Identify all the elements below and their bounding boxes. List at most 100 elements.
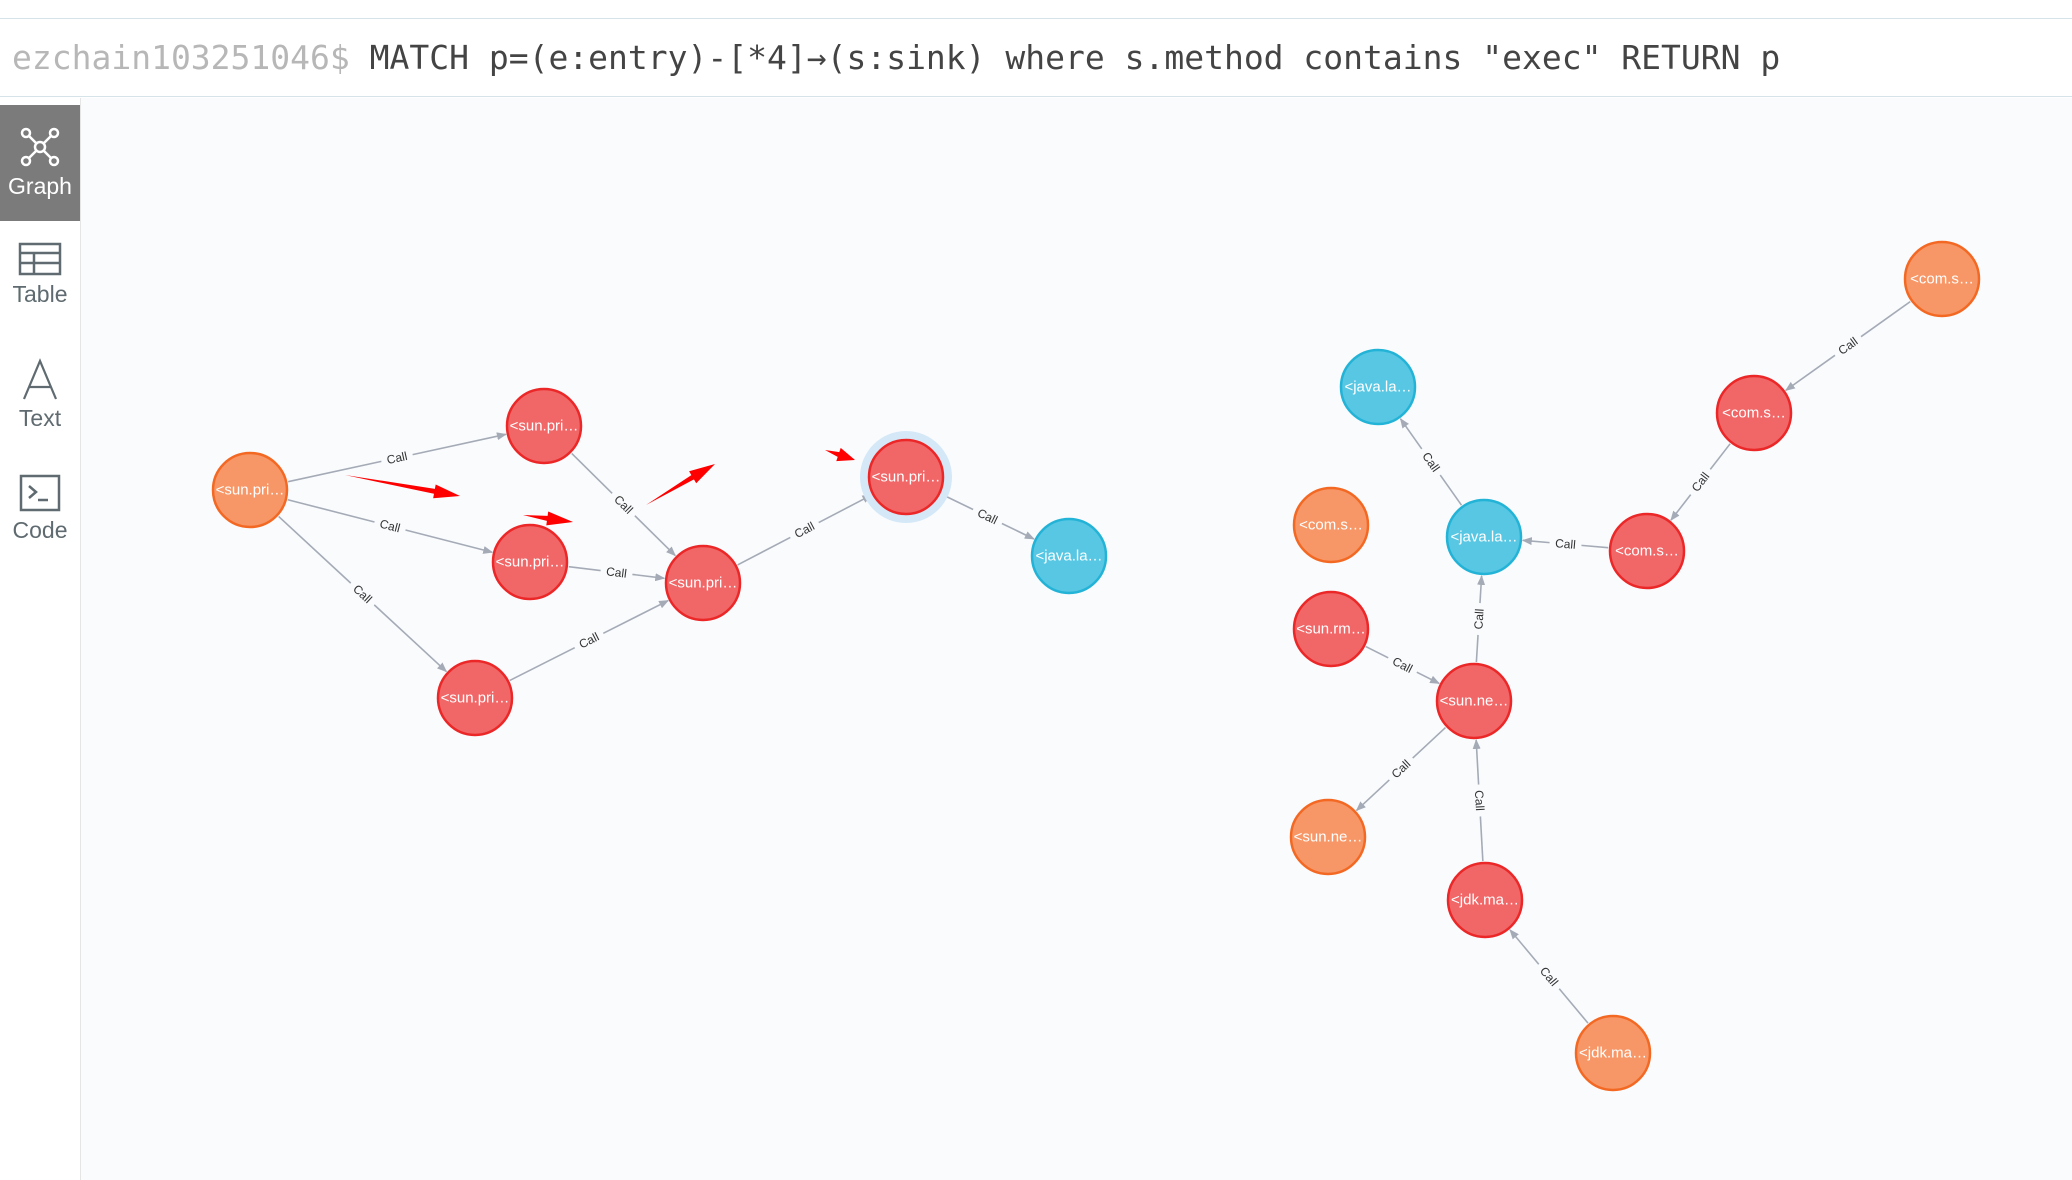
sidebar-item-graph-label: Graph xyxy=(8,173,72,199)
graph-node-call[interactable]: <sun.pri… xyxy=(491,523,569,601)
node-label: <com.s… xyxy=(1615,543,1679,560)
relationship-edge[interactable]: Call xyxy=(1521,536,1609,552)
node-circle xyxy=(1289,798,1367,876)
sidebar-item-graph[interactable]: Graph xyxy=(0,105,80,221)
edge-line xyxy=(373,604,448,673)
graph-node-entry[interactable]: <jdk.ma… xyxy=(1574,1014,1652,1092)
graph-node-call[interactable]: <com.s… xyxy=(1715,374,1793,452)
edge-line xyxy=(405,529,494,554)
node-label: <sun.pri… xyxy=(441,690,510,707)
node-circle xyxy=(1608,512,1686,590)
node-circle xyxy=(1715,374,1793,452)
edge-line xyxy=(1581,544,1609,549)
edge-line xyxy=(1479,816,1484,862)
graph-node-entry[interactable]: <com.s… xyxy=(1903,240,1981,318)
relationship-edge[interactable]: Call xyxy=(287,498,494,554)
edge-line xyxy=(1399,418,1423,450)
edge-line xyxy=(412,432,507,456)
graph-node-call[interactable]: <sun.pri… xyxy=(505,387,583,465)
edge-label: Call xyxy=(1390,654,1415,676)
node-label: <com.s… xyxy=(1299,517,1363,534)
edge-line xyxy=(1412,726,1447,759)
relationship-edge[interactable]: Call xyxy=(571,452,676,557)
query-prompt: ezchain103251046$ xyxy=(12,38,350,77)
relationship-edge[interactable]: Call xyxy=(1399,418,1463,506)
graph-node-call[interactable]: <sun.rm… xyxy=(1292,590,1370,668)
relationship-edge[interactable]: Call xyxy=(1355,726,1447,812)
node-label: <sun.pri… xyxy=(216,482,285,499)
edge-line xyxy=(1860,300,1911,338)
node-circle xyxy=(1903,240,1981,318)
edge-line xyxy=(818,494,873,524)
node-label: <java.la… xyxy=(1344,379,1411,396)
graph-node-entry[interactable]: <sun.ne… xyxy=(1289,798,1367,876)
relationship-edge[interactable]: Call xyxy=(1509,929,1589,1024)
edge-label: Call xyxy=(1389,757,1414,781)
node-circle xyxy=(1339,348,1417,426)
text-icon xyxy=(0,357,80,401)
sidebar-item-code-label: Code xyxy=(12,517,68,543)
graph-icon xyxy=(0,125,80,169)
edge-label: Call xyxy=(605,564,627,580)
relationship-edge[interactable]: Call xyxy=(287,432,507,483)
relationship-edge[interactable]: Call xyxy=(568,564,666,582)
node-circle xyxy=(1574,1014,1652,1092)
graph-node-sink[interactable]: <java.la… xyxy=(1445,498,1523,576)
edge-line xyxy=(1439,474,1463,506)
graph-node-entry[interactable]: <sun.pri… xyxy=(211,451,289,529)
annotation-arrow xyxy=(825,447,855,462)
node-label: <com.s… xyxy=(1722,405,1786,422)
graph-node-call[interactable]: <sun.ne… xyxy=(1435,662,1513,740)
node-label: <sun.ne… xyxy=(1440,693,1509,710)
relationship-edge[interactable]: Call xyxy=(1784,300,1911,392)
graph-node-call[interactable]: <sun.pri… xyxy=(860,431,952,523)
graph-node-call[interactable]: <jdk.ma… xyxy=(1446,861,1524,939)
sidebar-item-code[interactable]: Code xyxy=(0,453,80,569)
edge-label: Call xyxy=(792,519,817,541)
graph-node-call[interactable]: <com.s… xyxy=(1608,512,1686,590)
relationship-edge[interactable]: Call xyxy=(1472,738,1487,862)
graph-node-sink[interactable]: <java.la… xyxy=(1030,517,1108,595)
graph-node-call[interactable]: <sun.pri… xyxy=(664,544,742,622)
node-circle xyxy=(211,451,289,529)
edge-line xyxy=(632,573,666,582)
edge-line xyxy=(287,498,375,523)
graph-node-entry[interactable]: <com.s… xyxy=(1292,486,1370,564)
edge-line xyxy=(1475,634,1479,663)
relationship-edge[interactable]: Call xyxy=(509,599,670,682)
relationship-edge[interactable]: Call xyxy=(1471,574,1487,663)
query-bar[interactable]: ezchain103251046$ MATCH p=(e:entry)-[*4]… xyxy=(0,19,2072,97)
annotation-arrows xyxy=(345,447,855,526)
edge-line xyxy=(1477,574,1486,604)
query-text[interactable]: MATCH p=(e:entry)-[*4]→(s:sink) where s.… xyxy=(369,38,1781,77)
relationship-edge[interactable]: Call xyxy=(1365,645,1441,685)
view-sidebar: Graph Table Text xyxy=(0,98,81,1180)
node-circle xyxy=(1292,590,1370,668)
edge-line xyxy=(1509,929,1540,965)
edge-line xyxy=(737,536,791,566)
sidebar-item-text[interactable]: Text xyxy=(0,337,80,453)
edge-label: Call xyxy=(385,449,408,467)
node-label: <sun.pri… xyxy=(669,575,738,592)
edge-line xyxy=(602,599,670,635)
sidebar-item-table[interactable]: Table xyxy=(0,221,80,337)
edge-line xyxy=(1416,671,1441,685)
graph-node-sink[interactable]: <java.la… xyxy=(1339,348,1417,426)
relationship-edge[interactable]: Call xyxy=(1670,443,1731,521)
graph-svg[interactable]: CallCallCallCallCallCallCallCallCallCall… xyxy=(81,98,2072,1180)
table-icon xyxy=(0,241,80,277)
relationship-edge[interactable]: Call xyxy=(940,493,1035,540)
edge-line xyxy=(1365,645,1389,659)
edge-line xyxy=(568,565,601,572)
node-label: <sun.rm… xyxy=(1296,621,1366,638)
annotation-arrow xyxy=(646,464,715,505)
graph-node-call[interactable]: <sun.pri… xyxy=(436,659,514,737)
edge-label: Call xyxy=(975,506,1000,528)
sidebar-item-table-label: Table xyxy=(12,281,68,307)
edge-label: Call xyxy=(1471,608,1486,629)
relationship-edge[interactable]: Call xyxy=(737,494,873,566)
relationship-edge[interactable]: Call xyxy=(278,515,448,673)
edge-line xyxy=(1558,988,1589,1024)
node-circle xyxy=(505,387,583,465)
